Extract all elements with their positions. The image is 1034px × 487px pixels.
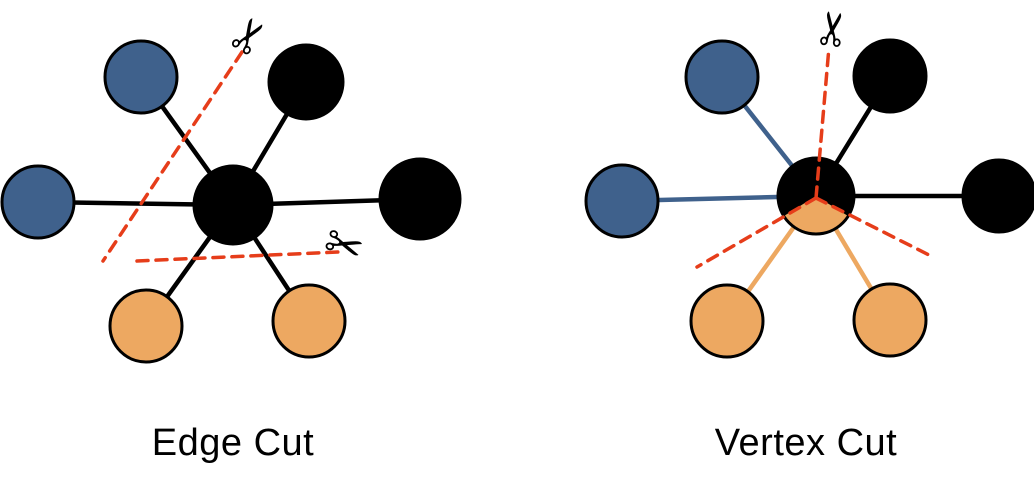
vertex-cut-node-black-top-right xyxy=(852,38,928,114)
vertex-split-wedge xyxy=(783,196,849,235)
edge-cut-node-center xyxy=(192,164,274,246)
edge-cut-cut-line-1 xyxy=(101,50,244,263)
vertex-cut-cut-line-1 xyxy=(814,45,831,200)
vertex-cut-node-blue-left xyxy=(584,163,660,239)
scissors-icon: ✂ xyxy=(216,5,282,66)
vertex-cut-cut-line-2 xyxy=(695,196,818,269)
vertex-cut-node-blue-top-left xyxy=(684,39,760,115)
edge-cut-node-blue-left xyxy=(0,164,76,240)
edge-cut-cut-line-2 xyxy=(135,250,340,263)
edge-cut-node-orange-bottom-left xyxy=(108,288,184,364)
edge-cut-node-orange-bottom-right xyxy=(271,283,347,359)
vertex-cut-node-black-right xyxy=(961,158,1034,234)
scissors-icon: ✂ xyxy=(317,213,370,276)
vertex-cut-cut-line-3 xyxy=(814,196,935,259)
edge-cut-node-blue-top-left xyxy=(103,39,179,115)
vertex-cut-node-orange-bottom-left xyxy=(689,283,765,359)
edge-cut-node-black-top-right xyxy=(267,43,345,121)
edge-cut-label: Edge Cut xyxy=(152,422,314,464)
vertex-cut-label: Vertex Cut xyxy=(715,422,897,464)
scissors-icon: ✂ xyxy=(804,6,863,52)
edge-cut-node-black-right xyxy=(378,157,462,241)
vertex-cut-node-orange-bottom-right xyxy=(852,282,928,358)
vertex-cut-diagram: ✂ xyxy=(584,6,1034,359)
vertex-cut-node-center xyxy=(776,156,856,236)
edge-cut-diagram: ✂✂ xyxy=(0,5,462,364)
